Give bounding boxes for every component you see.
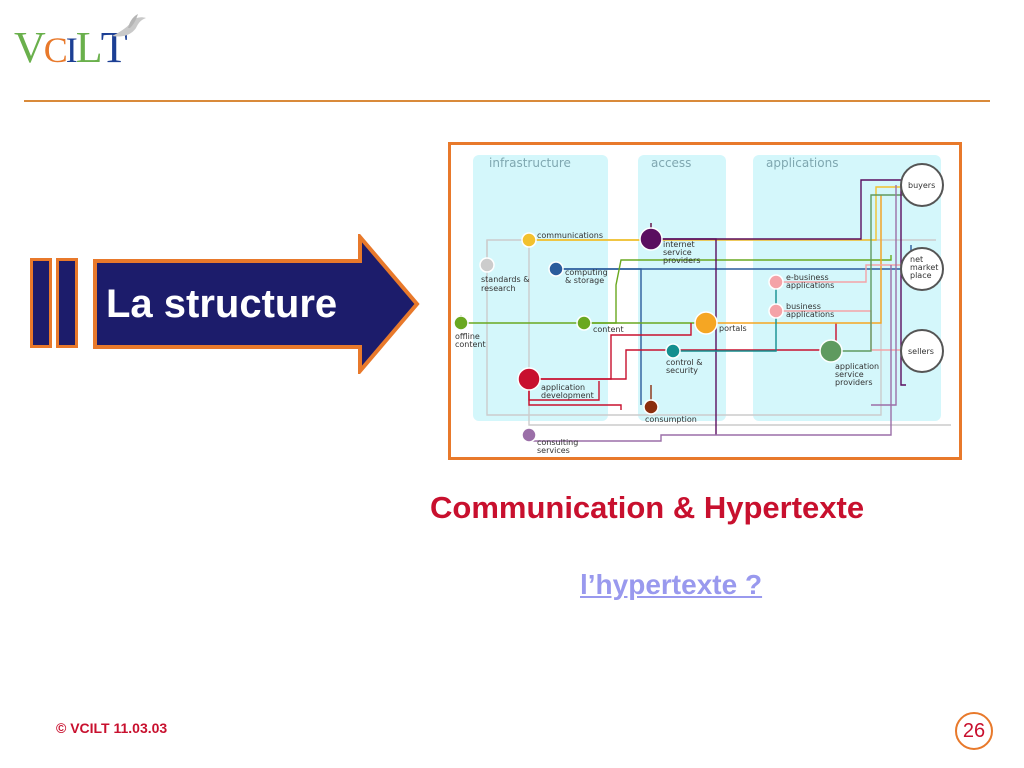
infrastructure-panel	[473, 155, 608, 421]
node-control-security	[665, 343, 681, 359]
caption-title: Communication & Hypertexte	[430, 490, 865, 525]
label-consumption: consumption	[645, 415, 697, 424]
label-net-market-2: market	[910, 263, 938, 272]
label-sellers: sellers	[908, 347, 934, 356]
label-isp-2: service	[663, 248, 692, 257]
logo-letter: V	[14, 23, 46, 72]
vcilt-logo: VCILT	[14, 14, 146, 74]
node-asp	[819, 339, 843, 363]
diagram-nodes: communications standards & research comp…	[453, 163, 944, 455]
applications-panel	[753, 155, 941, 421]
logo-letter: C	[43, 30, 68, 70]
copyright-text: © VCILT 11.03.03	[56, 720, 168, 736]
label-portals: portals	[719, 324, 747, 333]
column-label-applications: applications	[766, 156, 838, 170]
access-panel	[638, 155, 726, 421]
label-isp-3: providers	[663, 256, 701, 265]
label-buyers: buyers	[908, 181, 935, 190]
label-asp-2: service	[835, 370, 864, 379]
decor-bar	[56, 258, 78, 348]
structure-diagram: infrastructure access applications	[448, 142, 962, 460]
node-net-market-place	[900, 247, 944, 291]
label-business-1: business	[786, 302, 821, 311]
label-app-dev-1: application	[541, 383, 585, 392]
dove-icon	[112, 14, 146, 37]
label-consulting-2: services	[537, 446, 570, 455]
label-computing-2: & storage	[565, 276, 604, 285]
label-offline-2: content	[455, 340, 486, 349]
node-sellers	[900, 329, 944, 373]
page-number: 26	[955, 712, 993, 750]
label-content: content	[593, 325, 624, 334]
node-consumption	[643, 399, 659, 415]
label-offline-1: offline	[455, 332, 480, 341]
node-business-applications	[768, 303, 784, 319]
section-title: La structure	[106, 282, 338, 326]
node-ebusiness	[768, 274, 784, 290]
node-communications	[521, 232, 537, 248]
node-isp	[639, 227, 663, 251]
label-ebusiness-2: applications	[786, 281, 834, 290]
node-consulting-services	[521, 427, 537, 443]
node-computing	[548, 261, 564, 277]
label-standards-1: standards &	[481, 275, 529, 284]
label-control-2: security	[666, 366, 698, 375]
label-communications: communications	[537, 231, 603, 240]
label-asp-3: providers	[835, 378, 873, 387]
node-buyers	[900, 163, 944, 207]
logo-wordmark: VCILT	[14, 22, 128, 73]
decor-bar	[30, 258, 52, 348]
hypertext-link[interactable]: l’hypertexte ?	[580, 569, 763, 600]
label-ebusiness-1: e-business	[786, 273, 829, 282]
node-offline-content	[453, 315, 469, 331]
label-asp-1: application	[835, 362, 879, 371]
column-label-infrastructure: infrastructure	[489, 156, 571, 170]
logo-letter: L	[75, 23, 103, 72]
column-label-access: access	[651, 156, 691, 170]
node-standards	[479, 257, 495, 273]
label-net-market-1: net	[910, 255, 923, 264]
network-diagram: infrastructure access applications	[453, 155, 951, 455]
node-application-development	[517, 367, 541, 391]
label-control-1: control &	[666, 358, 703, 367]
node-content	[576, 315, 592, 331]
label-consulting-1: consulting	[537, 438, 578, 447]
label-business-2: applications	[786, 310, 834, 319]
label-net-market-3: place	[910, 271, 932, 280]
section-arrow	[93, 234, 420, 374]
node-portals	[694, 311, 718, 335]
label-isp-1: internet	[663, 240, 695, 249]
header-divider	[24, 100, 990, 102]
label-app-dev-2: development	[541, 391, 594, 400]
label-standards-2: research	[481, 284, 516, 293]
label-computing-1: computing	[565, 268, 608, 277]
logo-letter: I	[65, 30, 78, 70]
